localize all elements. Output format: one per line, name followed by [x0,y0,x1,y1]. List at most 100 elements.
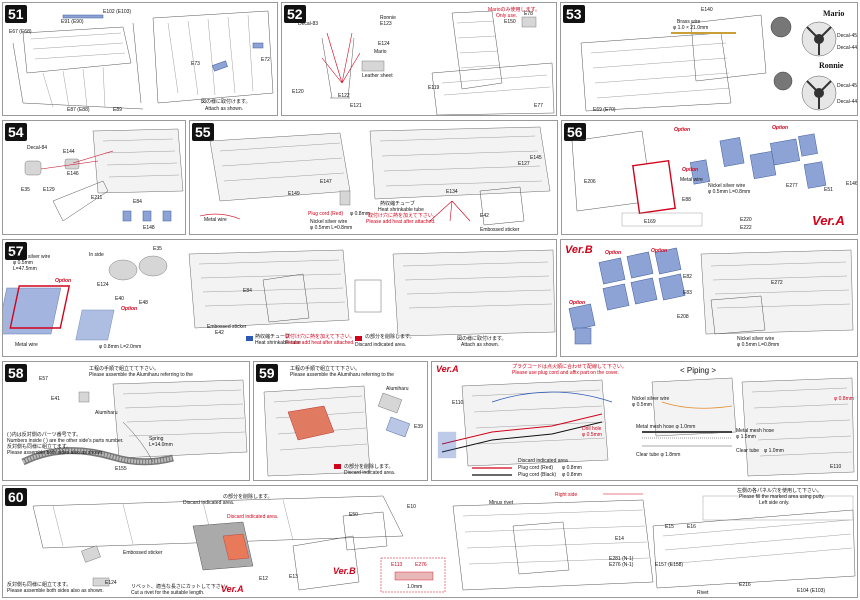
part-label: E110 [452,400,464,406]
note-en: Please assemble the Alumiharu referring … [290,372,394,378]
tube-label: Clear tube [736,448,760,454]
legend-black-name: Plug cord (Black) [518,472,557,478]
part-label: E77 [534,103,543,109]
part-label: φ 0.5mm L=0.8mm [708,189,751,195]
part-label: E129 [43,187,55,193]
note-en: Attach as shown. [461,342,500,348]
discard-en: Discard indicated area. [355,342,407,348]
note-en: Attach as shown. [205,106,244,112]
hose-small-label: Metal mesh hose φ 1.0mm [636,424,696,430]
option-label: Option [651,248,668,254]
rivet-label: Rivet [697,590,709,596]
part-label: φ 0.5mm L=0.8mm [737,342,780,348]
note-red-jp: Marioのみ使用します。 [488,7,541,13]
heat-jp: 取付け穴に熱を加えて下さい。 [368,213,438,219]
discard-en: Discard indicated area [518,458,568,464]
piping-legend [472,467,512,476]
discard-label: Discard indicated area. [183,500,235,506]
sub-jp: ( )内は反対側のパーツ番号です。 [7,432,82,438]
step-number: 51 [5,5,27,23]
note-jp: 工程の手順で組立てて下さい。 [290,366,361,372]
step-58-diagram [21,379,248,466]
part-label: Mario [374,49,387,55]
part-label: E222 [740,225,752,231]
piping-title: < Piping > [680,366,717,375]
decal-label: Decal-44 [837,99,858,105]
step-53-diagram [580,14,837,112]
part-label: E72 [261,57,270,63]
option-label: Option [682,167,699,173]
step-number: 54 [5,123,27,141]
step-57-panel: 57 Nickel silver wire φ 0.5mm L=47.5mm I… [2,239,557,357]
inside-label: In side [89,252,104,258]
heat-en: Please add heat after attached. [285,340,355,346]
part-label: E83 [683,290,692,296]
part-label: Metal wire [680,177,703,183]
part-label: E102 (E103) [103,9,132,15]
part-label: Spring [149,436,164,442]
part-label: E13 [289,574,298,580]
step-55-diagram [199,126,551,226]
tube-jp: 熱収縮チューブ [255,334,290,340]
note-en: Please assemble the Alumiharu referring … [89,372,193,378]
sub-en: Numbers inside ( ) are the other side's … [7,438,124,444]
option-label: Option [569,300,586,306]
step-number: 60 [5,488,27,506]
part-label: E89 [113,107,122,113]
step-number: 59 [256,364,278,382]
part-label-red: Plug cord (Red) [308,211,344,217]
part-label: E277 [786,183,798,189]
part-label: E122 [338,93,350,99]
part-label: Decal-83 [298,21,319,27]
clear-tube-label: Clear tube φ 1.8mm [636,452,681,458]
bottom-jp: 反対側も同様に組立てます。 [7,582,72,588]
part-label: E16 [687,524,696,530]
version-b-label: Ver.B [565,244,593,256]
side-label: Right side [555,492,578,498]
tube-en: Heat shrinkable tube [378,207,424,213]
part-label: E216 [739,582,751,588]
step-56-diagram [571,130,827,227]
part-label: E121 [350,103,362,109]
part-label: Brass wire [677,19,701,25]
legend-red-dim: φ 0.8mm [562,465,582,471]
discard-en: Discard indicated area. [344,470,396,476]
minus-rivet-label: Minus rivet [489,500,514,506]
step-60-diagram [32,493,856,593]
part-label: E123 [380,21,392,27]
option-label: Option [55,278,72,284]
part-label: E124 [105,580,117,586]
part-label: E39 [414,424,423,430]
note-en: Discard indicated area. [227,514,279,520]
part-label: Metal wire [204,217,227,223]
discard-jp: の部分を削除します。 [344,464,394,470]
part-label: E208 [677,314,689,320]
note-red-en: Only use. [496,13,518,19]
part-label: E281 (N-1) [609,556,634,562]
part-label: E84 [133,199,142,205]
note-jp: の部分を削除します。 [223,494,273,500]
right-jp: 左側の各パネル穴を使用して下さい。 [737,488,822,494]
part-label: φ 0.8mm L=2.0mm [99,344,142,350]
part-label: E88 [682,197,691,203]
version-a-label: Ver.A [221,584,244,594]
right-en: Please fill the marked area using putty. [739,494,825,500]
option-label: Option [121,306,138,312]
part-label: E91 (E90) [61,19,84,25]
step-59-diagram [263,385,411,477]
part-label: E69 (E70) [593,107,616,113]
step-number: 56 [564,123,586,141]
step-number: 55 [192,123,214,141]
part-label: E124 [378,41,390,47]
title-en: Please use plug cord and affix part on t… [512,370,619,376]
part-label: Decal-84 [27,145,48,151]
step-number: 57 [5,242,27,260]
step-51-diagram [12,10,274,110]
part-label: E146 [846,181,858,187]
step-54-diagram [24,128,184,222]
part-label: φ 1.0 × 21.0mm [673,25,709,31]
part-label: E276 [415,562,427,568]
part-label: Nickel silver wire [737,336,775,342]
step-55-panel: 55 Metal wire Plug cord (Red) φ 0.8mm Ni… [189,120,558,235]
embossed-sticker-label: Embossed sticker [480,227,520,233]
